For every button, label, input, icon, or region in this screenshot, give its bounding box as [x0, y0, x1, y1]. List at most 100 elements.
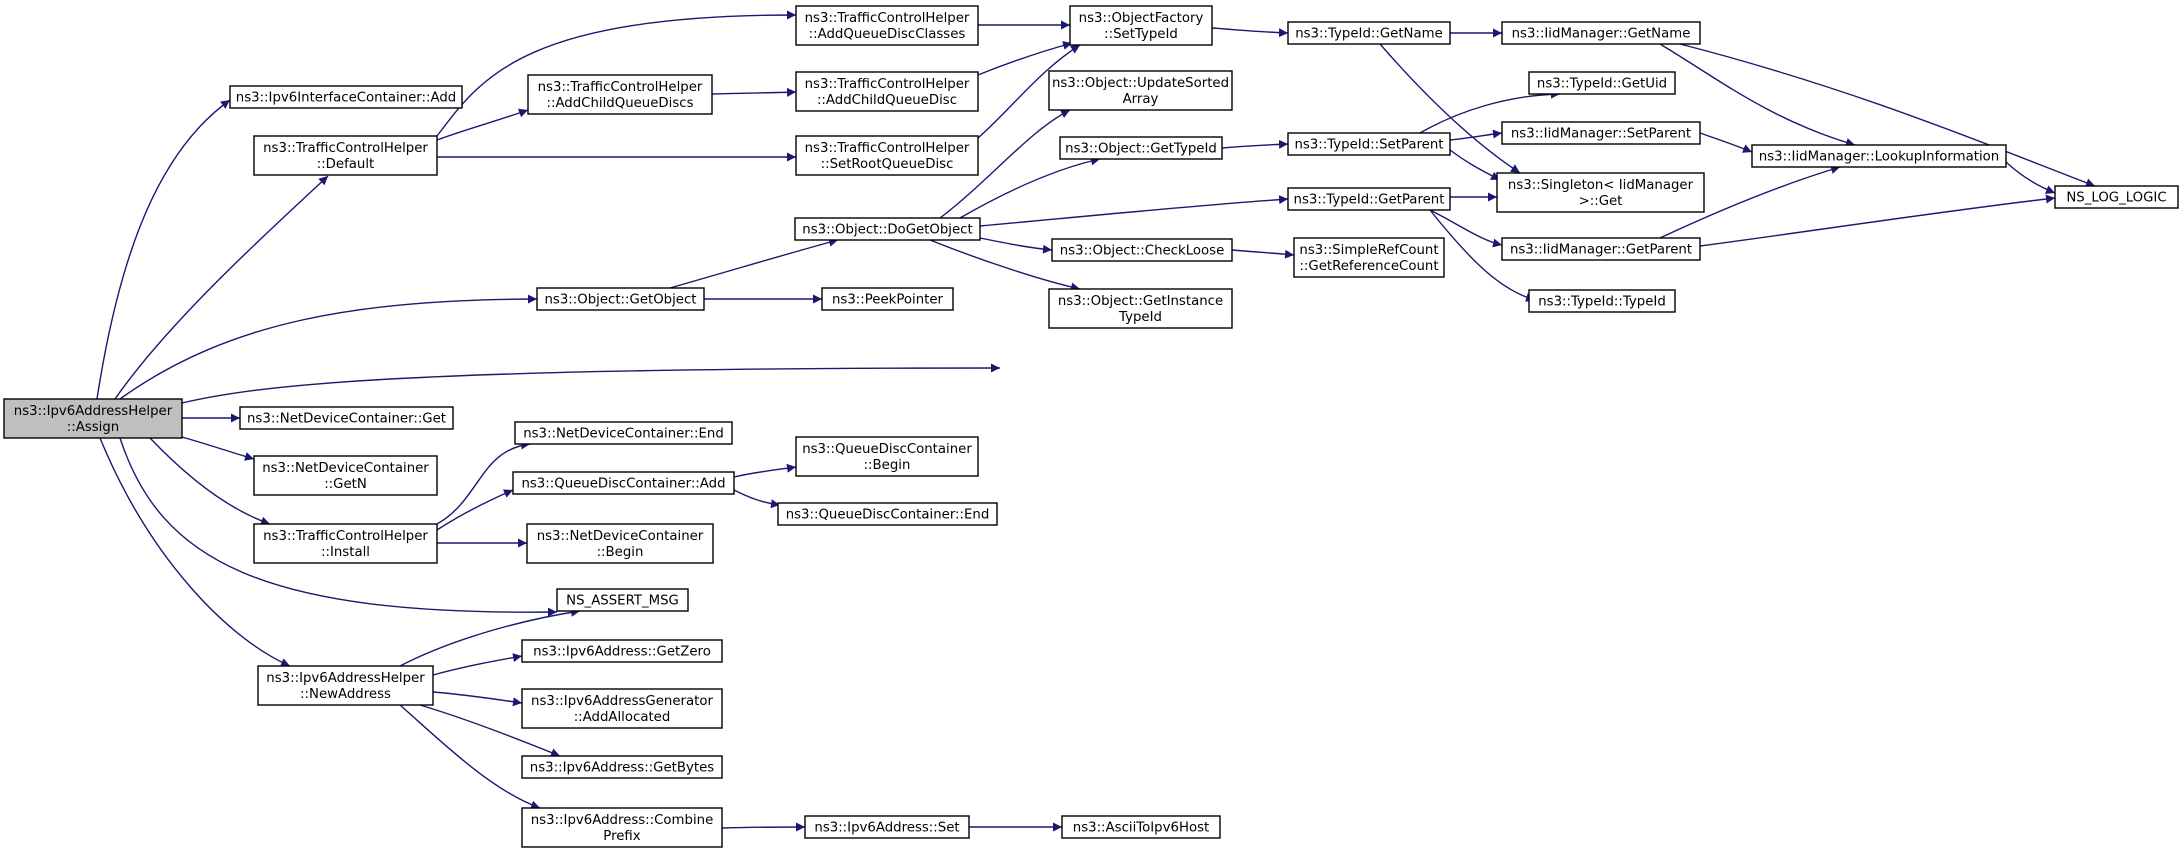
- node-box[interactable]: [512, 471, 735, 495]
- node-box[interactable]: [1287, 132, 1451, 156]
- node-box[interactable]: [536, 287, 705, 311]
- edge-assign-to-ns_log_logic: [181, 363, 1001, 404]
- node-ndc-end[interactable]: ns3::NetDeviceContainer::End: [514, 421, 733, 445]
- node-label: ns3::QueueDiscContainer::Add: [521, 477, 725, 492]
- node-box[interactable]: [1501, 21, 1701, 45]
- node-box[interactable]: [1059, 136, 1223, 160]
- node-box[interactable]: [1051, 238, 1233, 262]
- node-qdc-end[interactable]: ns3::QueueDiscContainer::End: [777, 502, 998, 526]
- node-ndc-getn[interactable]: ns3::NetDeviceContainer::GetN: [253, 455, 438, 496]
- node-asciitoipv6host[interactable]: ns3::AsciiToIpv6Host: [1061, 815, 1221, 839]
- edge-qdc_add-to-qdc_end: [733, 489, 781, 509]
- node-box[interactable]: [1048, 70, 1233, 111]
- node-box[interactable]: [253, 455, 438, 496]
- node-box[interactable]: [3, 398, 183, 439]
- node-obj-getobject[interactable]: ns3::Object::GetObject: [536, 287, 705, 311]
- node-box[interactable]: [521, 755, 723, 779]
- node-tch-install[interactable]: ns3::TrafficControlHelper::Install: [253, 523, 438, 564]
- node-ns-log-logic[interactable]: NS_LOG_LOGIC: [2054, 185, 2179, 209]
- node-label: ns3::TrafficControlHelper: [263, 529, 428, 544]
- node-box[interactable]: [1751, 144, 2007, 168]
- node-obj-checkloose[interactable]: ns3::Object::CheckLoose: [1051, 238, 1233, 262]
- node-box[interactable]: [526, 523, 714, 564]
- node-box[interactable]: [821, 287, 954, 311]
- node-qdc-add[interactable]: ns3::QueueDiscContainer::Add: [512, 471, 735, 495]
- node-box[interactable]: [253, 523, 438, 564]
- node-label: ns3::Ipv6Address::Combine: [531, 813, 714, 828]
- node-box[interactable]: [521, 807, 723, 848]
- node-label: ns3::NetDeviceContainer::Get: [247, 412, 446, 427]
- node-box[interactable]: [257, 665, 434, 706]
- node-v6-getzero[interactable]: ns3::Ipv6Address::GetZero: [521, 639, 723, 663]
- node-box[interactable]: [2054, 185, 2179, 209]
- node-v6gen-addalloc[interactable]: ns3::Ipv6AddressGenerator::AddAllocated: [521, 688, 723, 729]
- node-assign[interactable]: ns3::Ipv6AddressHelper::Assign: [3, 398, 183, 439]
- node-box[interactable]: [514, 421, 733, 445]
- node-box[interactable]: [795, 71, 979, 112]
- node-label: ns3::Object::GetObject: [544, 293, 696, 308]
- node-peekpointer[interactable]: ns3::PeekPointer: [821, 287, 954, 311]
- node-v6-getbytes[interactable]: ns3::Ipv6Address::GetBytes: [521, 755, 723, 779]
- node-tch-default[interactable]: ns3::TrafficControlHelper::Default: [253, 135, 438, 176]
- node-iid-getname[interactable]: ns3::IidManager::GetName: [1501, 21, 1701, 45]
- node-v6-set[interactable]: ns3::Ipv6Address::Set: [804, 815, 970, 839]
- node-box[interactable]: [1293, 237, 1445, 278]
- edge-tch_install-to-ndc_end: [436, 440, 531, 525]
- node-box[interactable]: [521, 639, 723, 663]
- edge-v6h_newaddress-to-v6_getzero: [432, 653, 523, 676]
- node-label: Array: [1123, 92, 1159, 107]
- node-box[interactable]: [556, 588, 689, 612]
- node-box[interactable]: [795, 5, 979, 46]
- node-tch-setroot[interactable]: ns3::TrafficControlHelper::SetRootQueueD…: [795, 135, 979, 176]
- node-srefcount[interactable]: ns3::SimpleRefCount::GetReferenceCount: [1293, 237, 1445, 278]
- node-box[interactable]: [1287, 187, 1451, 211]
- node-typeid-getname[interactable]: ns3::TypeId::GetName: [1287, 21, 1451, 45]
- node-tch-addqdclasses[interactable]: ns3::TrafficControlHelper::AddQueueDiscC…: [795, 5, 979, 46]
- node-label: ns3::TypeId::GetUid: [1537, 77, 1667, 92]
- node-box[interactable]: [1528, 71, 1676, 95]
- node-box[interactable]: [239, 406, 454, 430]
- node-box[interactable]: [229, 85, 463, 109]
- node-box[interactable]: [1501, 237, 1701, 261]
- node-box[interactable]: [527, 74, 713, 115]
- node-ns-assert-msg[interactable]: NS_ASSERT_MSG: [556, 588, 689, 612]
- node-box[interactable]: [1528, 289, 1676, 313]
- node-of-settypeid[interactable]: ns3::ObjectFactory::SetTypeId: [1069, 5, 1213, 46]
- node-iid-setparent[interactable]: ns3::IidManager::SetParent: [1501, 121, 1701, 145]
- node-typeid-typeid[interactable]: ns3::TypeId::TypeId: [1528, 289, 1676, 313]
- node-typeid-getparent[interactable]: ns3::TypeId::GetParent: [1287, 187, 1451, 211]
- node-ndc-get[interactable]: ns3::NetDeviceContainer::Get: [239, 406, 454, 430]
- node-box[interactable]: [1061, 815, 1221, 839]
- node-label: ::Default: [317, 157, 375, 172]
- node-box[interactable]: [794, 217, 981, 241]
- node-ipv6if-add[interactable]: ns3::Ipv6InterfaceContainer::Add: [229, 85, 463, 109]
- node-box[interactable]: [795, 135, 979, 176]
- node-tch-addchildqd[interactable]: ns3::TrafficControlHelper::AddChildQueue…: [795, 71, 979, 112]
- node-iid-lookup[interactable]: ns3::IidManager::LookupInformation: [1751, 144, 2007, 168]
- node-box[interactable]: [1287, 21, 1451, 45]
- node-ndc-begin[interactable]: ns3::NetDeviceContainer::Begin: [526, 523, 714, 564]
- node-box[interactable]: [521, 688, 723, 729]
- node-label: ns3::Object::GetInstance: [1058, 294, 1223, 309]
- node-box[interactable]: [1496, 172, 1705, 213]
- node-label: ns3::IidManager::GetName: [1512, 27, 1691, 42]
- node-box[interactable]: [253, 135, 438, 176]
- node-obj-dogetobject[interactable]: ns3::Object::DoGetObject: [794, 217, 981, 241]
- node-box[interactable]: [1501, 121, 1701, 145]
- node-v6h-newaddress[interactable]: ns3::Ipv6AddressHelper::NewAddress: [257, 665, 434, 706]
- node-obj-gettypeid[interactable]: ns3::Object::GetTypeId: [1059, 136, 1223, 160]
- node-typeid-getuid[interactable]: ns3::TypeId::GetUid: [1528, 71, 1676, 95]
- node-box[interactable]: [777, 502, 998, 526]
- node-singleton-get[interactable]: ns3::Singleton< IidManager >::Get: [1496, 172, 1705, 213]
- node-iid-getparent[interactable]: ns3::IidManager::GetParent: [1501, 237, 1701, 261]
- node-box[interactable]: [804, 815, 970, 839]
- node-tch-addchildqds[interactable]: ns3::TrafficControlHelper::AddChildQueue…: [527, 74, 713, 115]
- node-typeid-setparent[interactable]: ns3::TypeId::SetParent: [1287, 132, 1451, 156]
- node-box[interactable]: [1069, 5, 1213, 46]
- node-box[interactable]: [795, 436, 979, 477]
- node-box[interactable]: [1048, 288, 1233, 329]
- node-qdc-begin[interactable]: ns3::QueueDiscContainer::Begin: [795, 436, 979, 477]
